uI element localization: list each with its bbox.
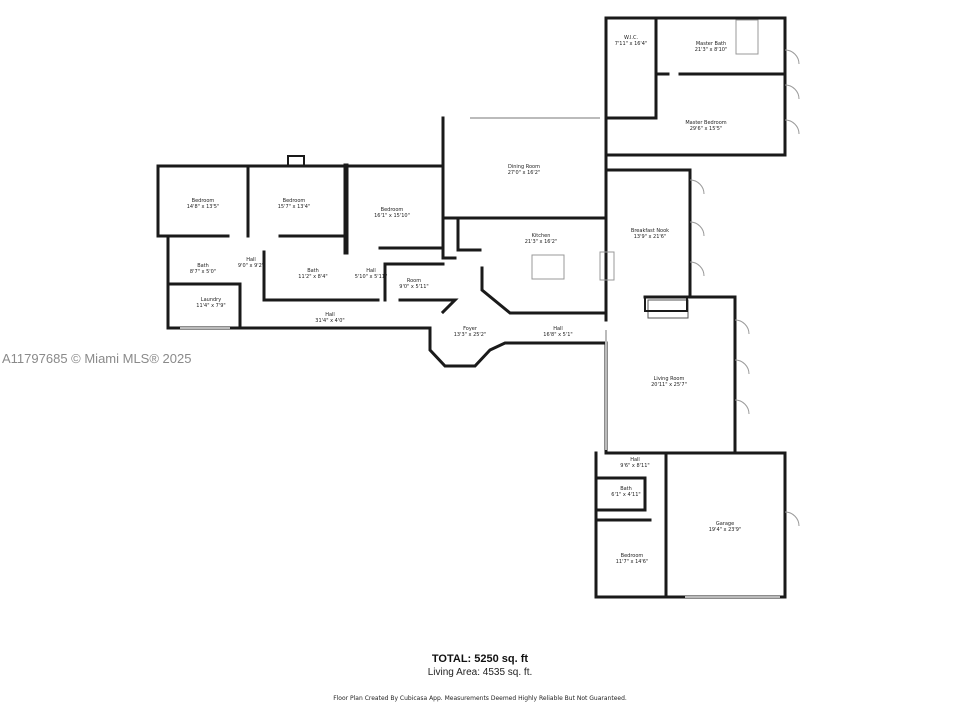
mls-watermark: A11797685 © Miami MLS® 2025 — [2, 351, 192, 366]
walls — [156, 16, 787, 599]
windows — [180, 117, 780, 598]
total-area: TOTAL: 5250 sq. ft — [431, 653, 529, 665]
fixtures — [287, 19, 800, 527]
credit-disclaimer: Floor Plan Created By Cubicasa App. Meas… — [333, 695, 627, 702]
living-area: Living Area: 4535 sq. ft. — [427, 667, 533, 678]
room-wic: W.I.C.7'11" x 16'4" — [614, 35, 648, 47]
